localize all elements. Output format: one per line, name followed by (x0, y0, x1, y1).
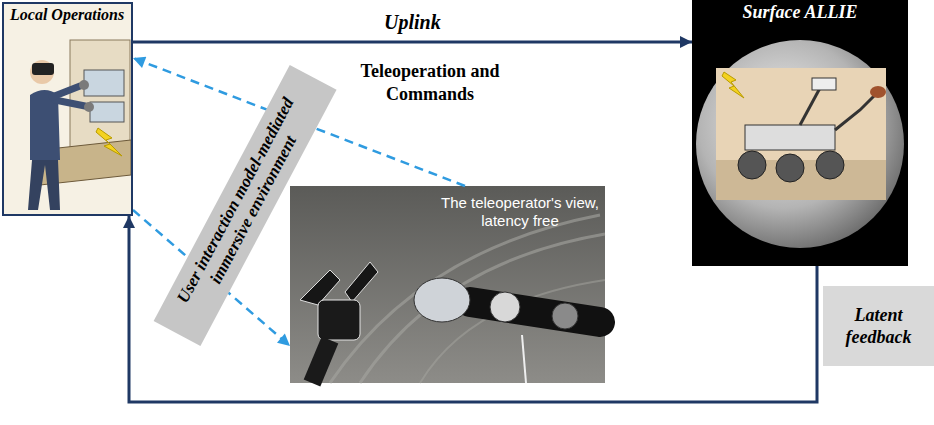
surface-allie-illustration-part (745, 125, 835, 150)
surface-allie-illustration-part (800, 88, 820, 125)
teleoperator-view-photo-part (490, 292, 520, 322)
surface-allie-illustration-part (722, 72, 744, 98)
teleoperator-view-photo-part (312, 340, 330, 383)
image-caption: The teleoperator's view, latency free (440, 194, 600, 230)
immersive-environment-band: User interaction model-mediated immersiv… (154, 65, 337, 346)
teleoperator-view-photo (290, 186, 605, 383)
local-operations-illustration-part (96, 128, 122, 156)
uplink-caption: Teleoperation and Commands (350, 60, 510, 107)
surface-allie-illustration (692, 0, 908, 266)
surface-allie-illustration-part (835, 96, 874, 130)
local-operations-illustration-part (30, 60, 54, 84)
surface-allie-illustration-part (870, 86, 886, 98)
surface-allie-illustration-part (692, 0, 908, 266)
teleoperator-view-photo-part (345, 262, 378, 302)
teleoperator-view-photo-part (330, 215, 600, 383)
teleoperator-view-photo-part (552, 303, 578, 329)
local-operations-illustration-part (84, 102, 94, 112)
local-operations-illustration-part (55, 100, 85, 106)
box-heading: Local Operations (10, 6, 124, 24)
uplink-arrow (133, 41, 692, 44)
surface-allie-illustration-part (776, 154, 804, 182)
surface-allie-illustration-part (816, 151, 844, 179)
local-operations-illustration-part (52, 86, 80, 97)
surface-allie-illustration-part (696, 40, 904, 248)
band-text: User interaction model-mediated immersiv… (173, 94, 317, 316)
teleoperator-view-photo-part (360, 234, 605, 383)
surface-allie-illustration-part (738, 151, 766, 179)
local-operations-box: Local Operations (2, 2, 133, 216)
teleoperator-view-photo-part (414, 278, 470, 322)
local-operations-illustration-part (79, 80, 89, 90)
local-operations-illustration-part (32, 63, 54, 75)
teleoperator-view-photo-part (318, 300, 360, 340)
local-operations-illustration-part (28, 160, 60, 210)
local-operations-illustration-part (4, 4, 131, 214)
latent-feedback-line-label: Latent feedback (823, 286, 934, 366)
local-operations-illustration (4, 4, 131, 214)
surface-allie-illustration-part (812, 78, 836, 90)
surface-allie-illustration-part (716, 68, 886, 200)
uplink-arrow-label: Uplink (380, 11, 445, 34)
teleoperator-view-image: The teleoperator's view, latency free (290, 186, 605, 383)
surface-allie-panel: Surface ALLIE (692, 0, 908, 266)
local-operations-illustration-part (84, 70, 124, 96)
panel-title: Surface ALLIE (692, 2, 908, 23)
teleoperator-view-photo-part (470, 302, 600, 322)
teleoperator-view-photo-part (290, 186, 605, 383)
local-operations-illustration-part (90, 102, 124, 122)
teleoperator-view-photo-part (522, 335, 526, 383)
